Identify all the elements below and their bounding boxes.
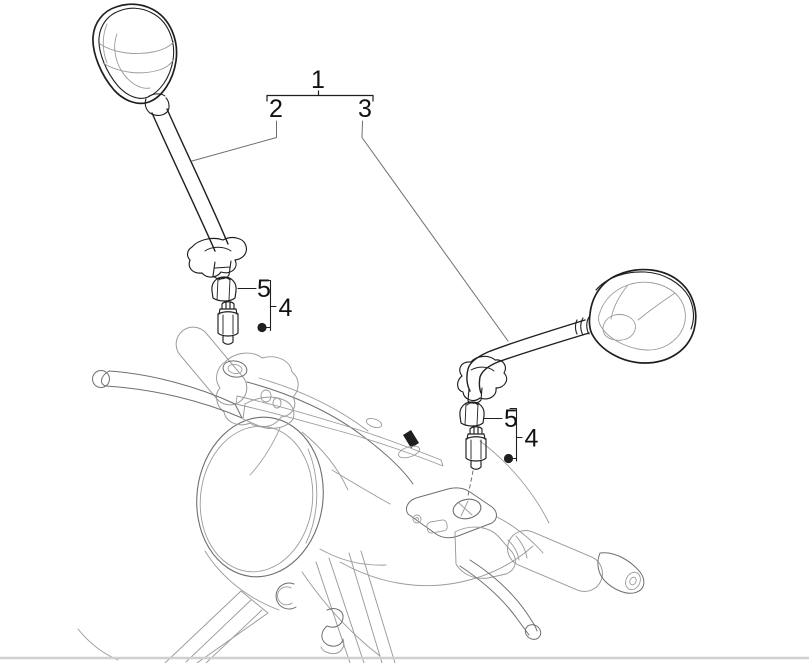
console-tray xyxy=(405,487,497,539)
left-grip xyxy=(175,326,248,406)
scooter-front-assembly xyxy=(0,326,809,663)
bar-end-weight xyxy=(597,552,645,594)
callout-right-kit: 4 xyxy=(503,407,539,464)
left-mirror-head xyxy=(92,3,178,105)
kit-dot-marker-right xyxy=(503,453,514,464)
left-mirror-neck xyxy=(144,97,170,116)
callout-left-kit: 4 xyxy=(257,279,293,333)
right-brake-lever xyxy=(454,526,542,640)
left-mirror-stem xyxy=(151,112,216,252)
callout-label-3[interactable]: 3 xyxy=(358,95,372,123)
left-adapter-bolt xyxy=(217,301,239,345)
callout-right-mirror: 3 xyxy=(358,95,509,342)
right-mirror-neck xyxy=(574,316,590,336)
right-mirror-base xyxy=(457,355,508,404)
right-adapter-bolt xyxy=(465,426,487,470)
left-mirror-base xyxy=(186,237,248,280)
left-brake-lever xyxy=(92,370,295,429)
handlebar-cover xyxy=(204,377,550,611)
right-mirror-stem xyxy=(466,319,586,392)
left-nut xyxy=(211,276,237,302)
cable-clamp-hook xyxy=(320,608,345,655)
steering-column xyxy=(301,550,396,663)
callout-assembly: 1 xyxy=(266,66,374,102)
callout-right-nut: 5 xyxy=(483,405,518,433)
mirror-mount-hole xyxy=(452,498,482,520)
callout-label-4-right[interactable]: 4 xyxy=(525,425,539,453)
callout-label-5-left[interactable]: 5 xyxy=(257,275,271,303)
callout-label-2[interactable]: 2 xyxy=(269,95,283,123)
right-bolt-alignment-dashed-line xyxy=(467,470,474,497)
callout-label-5-right[interactable]: 5 xyxy=(504,405,518,433)
left-switch-housing xyxy=(216,352,299,428)
callout-label-1[interactable]: 1 xyxy=(311,66,325,94)
front-fender xyxy=(77,590,269,663)
right-mirror-head xyxy=(588,268,697,364)
kit-dot-marker-left xyxy=(257,322,267,333)
cover-screw xyxy=(397,430,421,459)
column-ring xyxy=(275,582,297,610)
right-nut xyxy=(459,401,485,427)
callout-left-mirror: 2 xyxy=(191,95,283,162)
callout-label-4-left[interactable]: 4 xyxy=(279,294,293,322)
callout-left-nut: 5 xyxy=(237,275,271,303)
right-mirror xyxy=(457,268,697,404)
left-mirror xyxy=(92,3,248,280)
right-grip xyxy=(507,529,645,594)
